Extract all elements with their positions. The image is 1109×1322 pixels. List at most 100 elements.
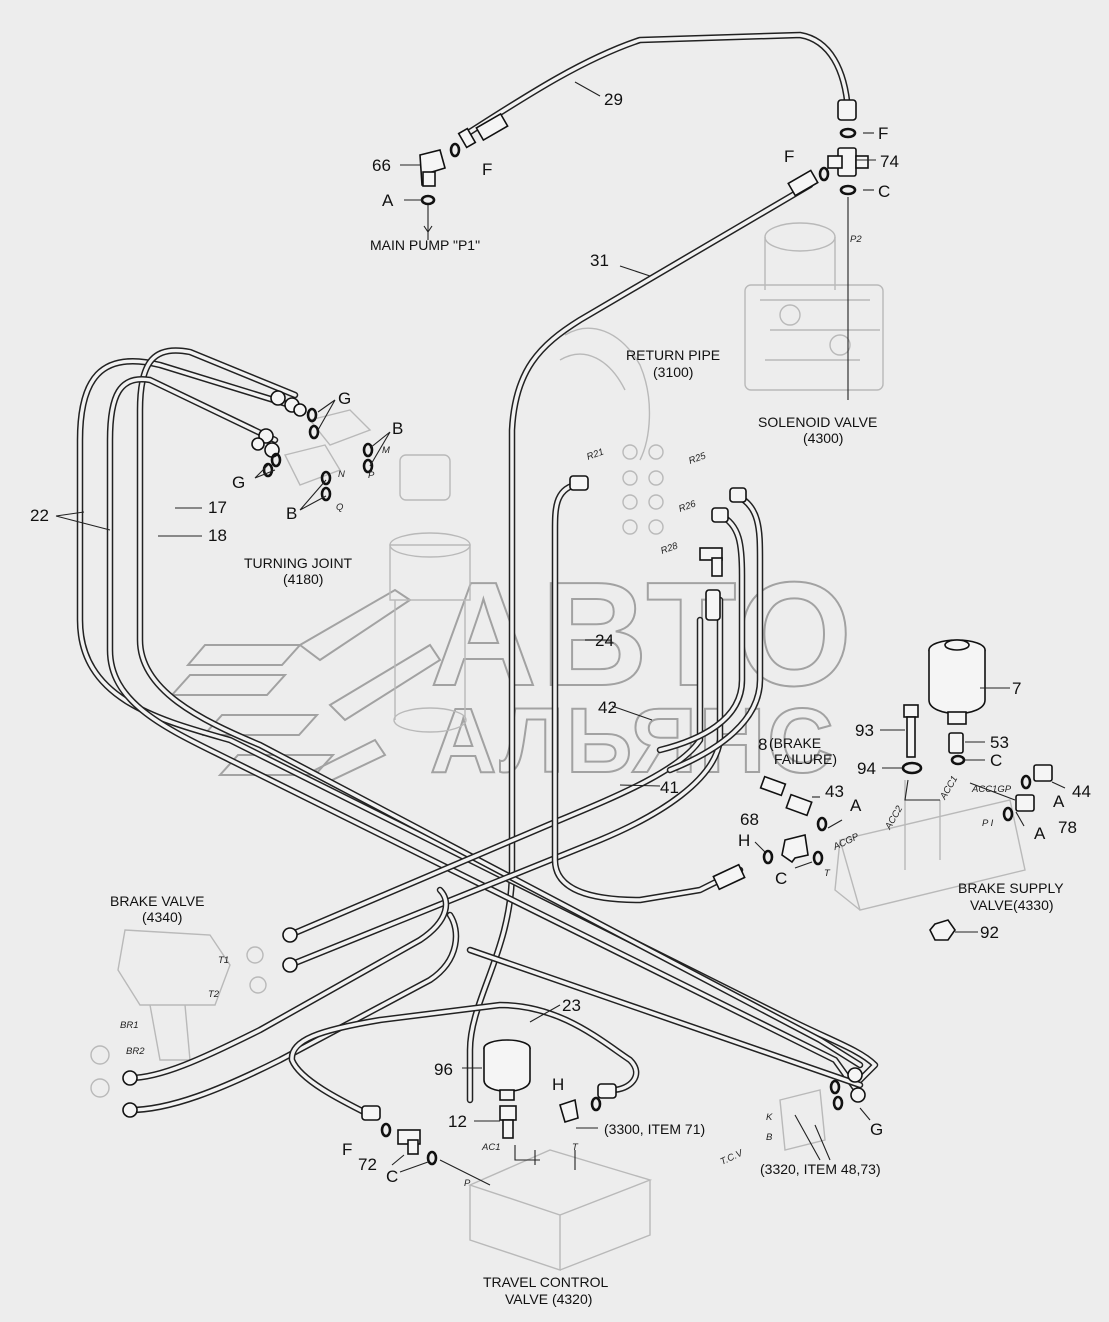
- hose-23: [288, 1001, 640, 1119]
- seal-a-78: A: [1034, 824, 1046, 843]
- seal-b-mid: B: [286, 504, 297, 523]
- tee-fitting-72: [397, 1129, 421, 1155]
- port-p-tcv: P: [464, 1178, 471, 1189]
- port-t1: T1: [218, 955, 229, 966]
- port-ac1: AC1: [481, 1142, 500, 1153]
- item-68: 68: [740, 810, 759, 829]
- port-k: K: [766, 1112, 773, 1123]
- turning-joint-outline: [283, 409, 471, 733]
- seal-c-53: C: [990, 751, 1002, 770]
- item-78: 78: [1058, 818, 1077, 837]
- item-42: 42: [598, 698, 617, 717]
- watermark-line1: АВТО: [430, 552, 856, 717]
- item-23: 23: [562, 996, 581, 1015]
- port-p: P: [368, 470, 375, 481]
- port-r26: R26: [677, 498, 698, 515]
- travel-control-valve-outline: [468, 1145, 653, 1271]
- port-br2: BR2: [126, 1046, 145, 1057]
- port-t2: T2: [208, 989, 220, 1000]
- seal-c-72: C: [386, 1167, 398, 1186]
- item-17: 17: [208, 498, 227, 517]
- port-r21: R21: [585, 447, 605, 463]
- label-brake-supply-1: BRAKE SUPPLY: [958, 880, 1064, 896]
- port-acc2: ACC2: [883, 803, 906, 832]
- label-return-pipe-1: RETURN PIPE: [626, 347, 720, 363]
- label-ref-3320: (3320, ITEM 48,73): [760, 1161, 881, 1177]
- hose-network: [76, 31, 879, 1119]
- label-return-pipe-2: (3100): [653, 364, 693, 380]
- seal-c-74: C: [878, 182, 890, 201]
- label-ref-3300: (3300, ITEM 71): [604, 1121, 705, 1137]
- label-turning-joint-1: TURNING JOINT: [244, 555, 353, 571]
- label-solenoid-valve-1: SOLENOID VALVE: [758, 414, 877, 430]
- port-accgp: ACGP: [831, 831, 862, 853]
- item-7: 7: [1012, 679, 1021, 698]
- brake-valve-outline: [90, 929, 267, 1098]
- seal-b-top: B: [392, 419, 403, 438]
- seal-h-23: H: [552, 1075, 564, 1094]
- port-t-bsv: T: [824, 868, 831, 879]
- label-turning-joint-2: (4180): [283, 571, 323, 587]
- seal-f-top: F: [878, 124, 888, 143]
- label-main-pump: MAIN PUMP "P1": [370, 237, 480, 253]
- item-53: 53: [990, 733, 1009, 752]
- port-p2: P2: [850, 234, 862, 245]
- seal-g-mid: G: [232, 473, 245, 492]
- label-brake-valve-1: BRAKE VALVE: [110, 893, 204, 909]
- port-n: N: [338, 469, 345, 480]
- return-pipe-outline: [559, 327, 651, 461]
- seal-g-top: G: [338, 389, 351, 408]
- item-29: 29: [604, 90, 623, 109]
- tee-fitting-74: [827, 147, 869, 177]
- seal-a-44: A: [1053, 792, 1065, 811]
- item-44: 44: [1072, 782, 1091, 801]
- component-captions: MAIN PUMP "P1" RETURN PIPE (3100) SOLENO…: [110, 237, 1064, 1307]
- brake-supply-valve-outline: [834, 780, 1026, 911]
- label-brake-failure-1: (BRAKE: [769, 735, 821, 751]
- port-b: B: [766, 1132, 773, 1143]
- item-8: 8: [758, 735, 767, 754]
- port-q: Q: [336, 502, 344, 513]
- label-brake-supply-2: VALVE(4330): [970, 897, 1054, 913]
- item-66: 66: [372, 156, 391, 175]
- seal-f-74: F: [784, 147, 794, 166]
- seal-f-72: F: [342, 1140, 352, 1159]
- fitting-43: [785, 793, 813, 817]
- leader-lines: [55, 81, 1066, 1186]
- port-r25: R25: [687, 450, 708, 467]
- o-rings: [262, 127, 1032, 1166]
- seal-callouts: F A F F C G B G B C A A A H C H F C G: [232, 124, 1065, 1186]
- accumulator-96: [483, 1039, 531, 1101]
- item-93: 93: [855, 721, 874, 740]
- port-acc1: ACC1: [938, 774, 961, 802]
- tcv-block-outline: [779, 1089, 826, 1151]
- port-acc1gp: ACC1GP: [971, 784, 1012, 795]
- tee-fitting-r28: [699, 547, 723, 577]
- item-24: 24: [595, 631, 614, 650]
- port-m: M: [382, 445, 390, 456]
- label-brake-valve-2: (4340): [142, 909, 182, 925]
- fitting-53: [948, 732, 964, 754]
- item-18: 18: [208, 526, 227, 545]
- item-94: 94: [857, 759, 876, 778]
- washer-94: [901, 761, 923, 775]
- watermark-line2: АЛЬЯНС: [430, 690, 836, 792]
- item-31: 31: [590, 251, 609, 270]
- seal-a-pump: A: [382, 191, 394, 210]
- item-43: 43: [825, 782, 844, 801]
- port-tcv: T.C.V: [719, 1147, 746, 1168]
- pressure-switch-8: [759, 775, 787, 797]
- port-t-tcv: T: [572, 1142, 579, 1153]
- fitting-78: [1015, 794, 1035, 812]
- label-tcv-1: TRAVEL CONTROL: [483, 1274, 608, 1290]
- watermark: АВТО АЛЬЯНС: [169, 551, 856, 793]
- hose-29: [461, 31, 852, 139]
- fitting-44: [1033, 764, 1053, 782]
- g-fittings-top: [251, 390, 307, 458]
- seal-f-66: F: [482, 160, 492, 179]
- check-valve-12: [499, 1105, 517, 1139]
- seal-g-bottom: G: [870, 1120, 883, 1139]
- elbow-fitting-66: [419, 149, 446, 187]
